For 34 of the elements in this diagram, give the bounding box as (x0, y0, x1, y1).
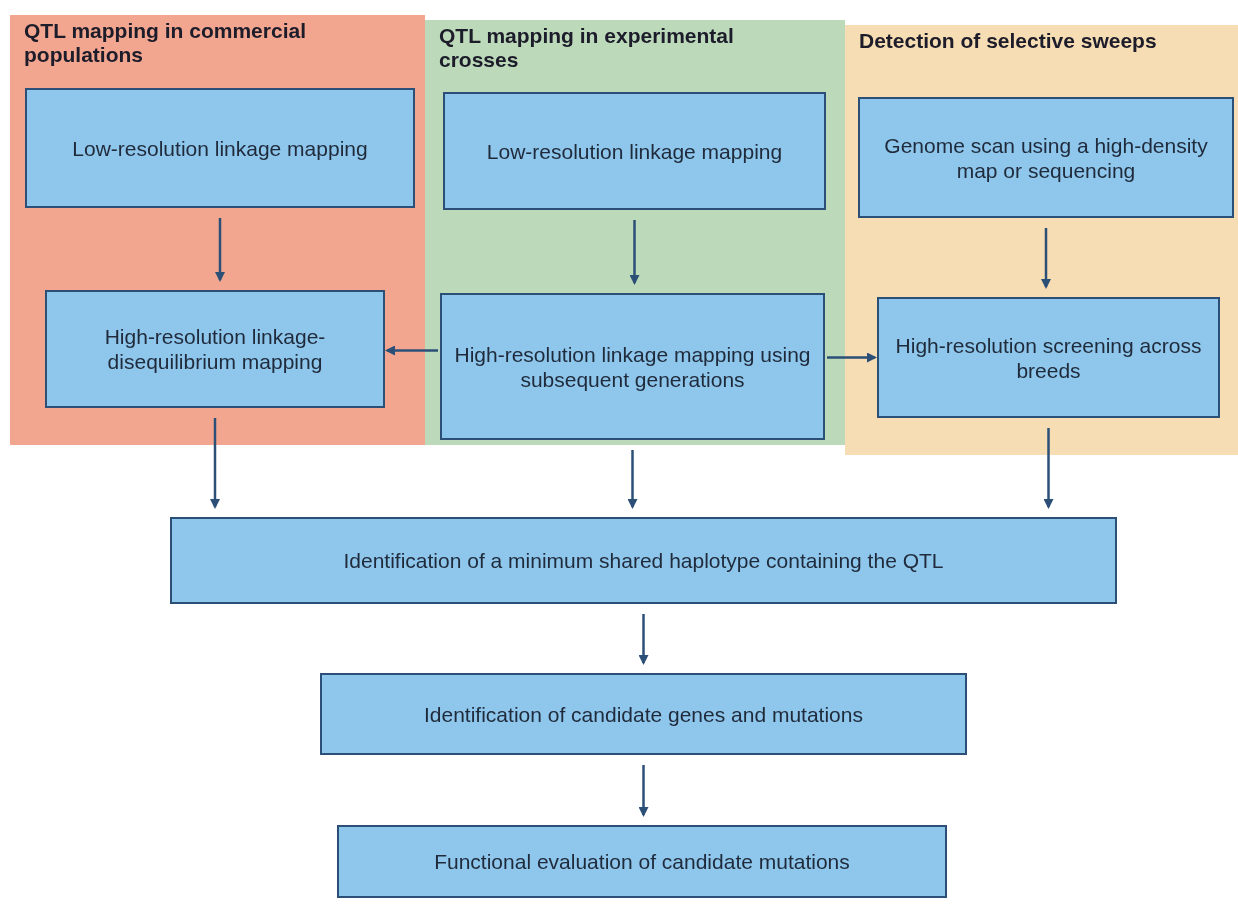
arrow (629, 220, 640, 285)
process-box (440, 293, 825, 440)
box-text: High-resolution linkage-disequilibrium mapping (103, 324, 327, 374)
process-box (25, 88, 415, 208)
band-heading: QTL mapping in experimental crosses (439, 24, 735, 72)
arrow (215, 218, 225, 282)
column-band (10, 15, 425, 445)
arrow (627, 450, 638, 509)
box-text: Low-resolution linkage mapping (486, 138, 783, 164)
arrow (827, 352, 877, 363)
column-band (845, 25, 1238, 455)
arrow (638, 765, 649, 817)
process-box (170, 517, 1117, 604)
box-text: Genome scan using a high-density map or sequencing (883, 132, 1209, 183)
arrow (1043, 428, 1054, 509)
column-band (425, 20, 845, 445)
process-box (877, 297, 1220, 418)
process-box (443, 92, 826, 210)
band-heading: QTL mapping in commercial populations (24, 19, 307, 67)
box-text: Identification of candidate genes and mutations (424, 701, 863, 727)
box-text: Identification of a minimum shared haplotype containing the QTL (343, 548, 944, 573)
process-box (858, 97, 1234, 218)
box-text: Low-resolution linkage mapping (72, 135, 368, 161)
arrow (210, 418, 220, 509)
process-box (45, 290, 385, 408)
arrow (385, 345, 438, 356)
box-text: Functional evaluation of candidate mutations (434, 849, 850, 874)
box-text: High-resolution linkage mapping using subsequent generations (454, 341, 811, 392)
arrow (638, 614, 649, 665)
box-text: High-resolution screening across breeds (894, 332, 1203, 383)
process-box (320, 673, 967, 755)
arrow (1041, 228, 1051, 289)
band-heading: Detection of selective sweeps (859, 29, 1158, 53)
process-box (337, 825, 947, 898)
